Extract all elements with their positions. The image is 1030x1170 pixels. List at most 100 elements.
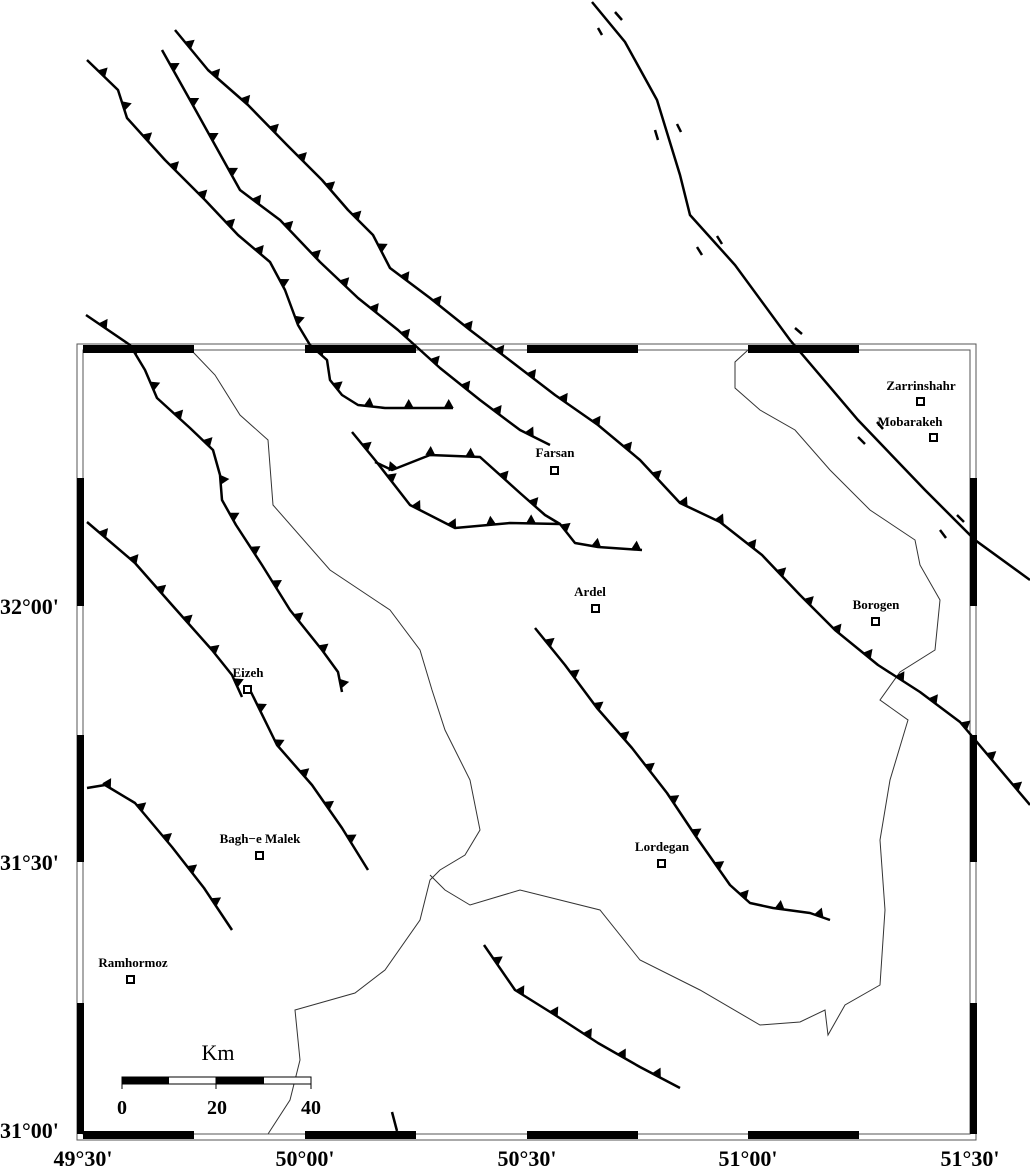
thrust-barb-icon [173,409,184,420]
thrust-barb-icon [928,694,938,705]
town-mobarakeh: Mobarakeh [878,414,943,442]
frame-bar-left [77,1003,84,1134]
lon-label: 50°00' [276,1146,335,1170]
town-farsan: Farsan [536,445,576,475]
thrust-fault [86,521,244,698]
thrust-barb-icon [102,778,112,789]
thrust-barb-icon [188,97,200,107]
scale-tick: 20 [207,1097,227,1119]
thrust-barb-icon [361,441,372,452]
lat-label: 32°00' [0,594,59,619]
thrust-barb-icon [169,161,180,172]
thrust-barb-icon [369,303,379,314]
thrust-barb-icon [184,39,195,50]
thrust-barb-icon [209,644,220,655]
thrust-barb-icon [197,189,208,200]
thrust-barb-icon [544,637,555,648]
town-label: Ardel [574,584,606,599]
thrust-barb-icon [430,355,440,366]
strike-slip-arrow-icon [956,514,965,523]
town-label: Farsan [536,445,576,460]
thrust-barb-icon [1011,781,1023,792]
thrust-barb-icon [186,864,198,875]
latitude-labels: 31°00' 31°30' 32°00' [0,594,59,1143]
thrust-barb-icon [560,522,571,533]
thrust-fault [86,783,234,931]
thrust-barb-icon [283,220,294,231]
town-label: Ramhormoz [98,955,168,970]
thrust-barb-icon [377,243,388,253]
thrust-barb-icon [97,67,108,78]
thrust-barb-icon [714,513,724,524]
thrust-barb-icon [526,369,537,380]
thrust-barb-icon [210,68,221,79]
thrust-barb-icon [256,703,267,713]
thrust-barb-icon [400,328,411,339]
thrust-barb-icon [169,63,180,72]
thrust-barb-icon [524,426,534,437]
lon-label: 51°30' [941,1146,1000,1170]
lat-label: 31°30' [0,850,59,875]
thrust-barb-icon [128,554,139,565]
river [192,351,481,1135]
frame-bar-bottom [748,1131,859,1139]
lat-label: 31°00' [0,1118,59,1143]
frame-outer [76,343,977,1141]
thrust-barb-icon [296,152,307,163]
thrust-barb-icon [315,346,325,357]
thrust-barb-icon [443,399,454,408]
thrust-barb-icon [986,751,997,761]
town-zarrinshahr: Zarrinshahr [886,378,956,406]
thrust-barb-icon [776,567,787,578]
thrust-barb-icon [582,1028,592,1039]
scale-tick: 0 [117,1097,127,1119]
thrust-barb-icon [549,1006,559,1017]
scale-unit: Km [202,1040,235,1065]
thrust-barb-icon [156,584,167,595]
thrust-barb-icon [293,612,304,622]
thrust-barb-icon [492,956,503,966]
thrust-barb-icon [895,671,905,682]
thrust-barb-icon [411,500,421,511]
thrust-fault [86,59,453,410]
thrust-barb-icon [498,470,509,481]
thrust-barb-icon [271,580,282,590]
frame-bar-right [970,735,977,862]
thrust-barb-icon [346,834,357,844]
river [429,349,941,1037]
strike-slip-arrow-icon [857,436,866,445]
thrust-barb-icon [803,596,814,606]
longitude-labels: 49°30' 50°00' 50°30' 51°00' 51°30' [54,1146,1000,1170]
thrust-barb-icon [299,768,310,778]
thrust-barb-icon [202,437,213,448]
thrust-barb-icon [528,497,539,508]
thrust-fault [351,431,561,530]
strike-slip-arrow-icon [876,421,884,430]
thrust-barb-icon [210,897,222,907]
thrust-barb-icon [318,643,329,654]
thrust-barb-icon [713,861,725,871]
lon-label: 51°00' [719,1146,778,1170]
thrust-barb-icon [251,194,262,205]
thrust-barb-icon [631,540,642,550]
thrust-barb-icon [339,277,350,288]
frame-bar-left [77,735,84,862]
rivers [192,349,941,1135]
thrust-barb-icon [351,210,362,221]
thrust-fault [390,1111,399,1132]
scale-tick: 40 [301,1097,321,1119]
thrust-barb-icon [208,132,219,142]
thrust-barb-icon [323,800,335,811]
thrust-barb-icon [310,249,321,260]
town-borogen: Borogen [853,597,900,626]
thrust-barb-icon [388,461,398,472]
town-lordegan: Lordegan [635,839,690,868]
thrust-barb-icon [651,470,662,480]
thrust-barb-icon [591,415,601,427]
town-ramhormoz: Ramhormoz [98,955,168,984]
thrust-barb-icon [279,278,290,288]
thrust-barb-icon [136,802,147,813]
town-bagh-e-malek: Bagh−e Malek [220,831,301,860]
thrust-barb-icon [678,496,688,507]
frame-bar-bottom [527,1131,638,1139]
